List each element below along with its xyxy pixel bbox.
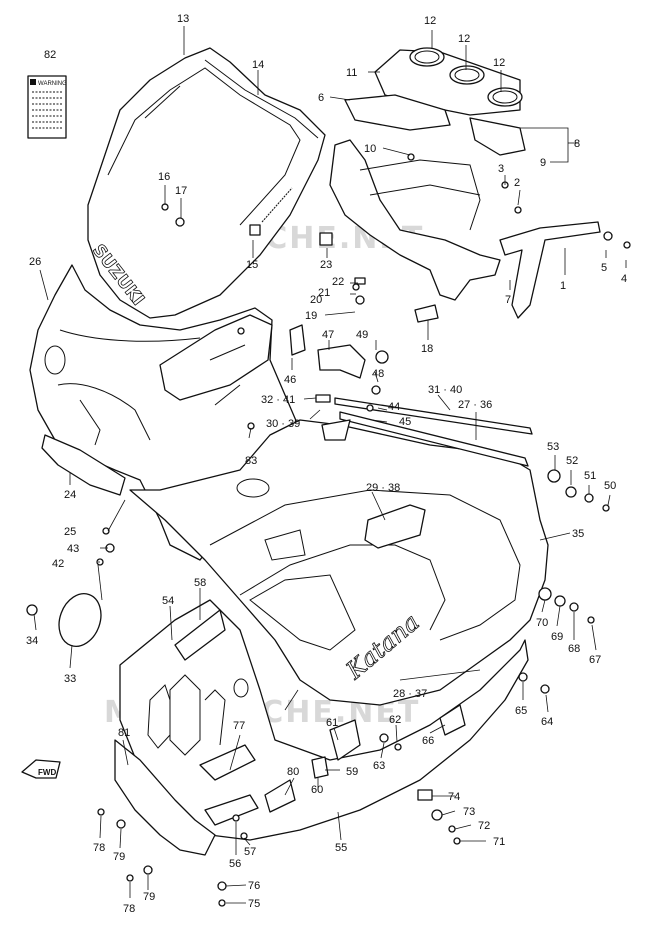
- part-label-28-37: 28 · 37: [393, 688, 427, 700]
- part-label-15: 15: [246, 259, 258, 271]
- part-label-12-c: 12: [493, 57, 505, 69]
- part-label-22: 22: [332, 276, 344, 288]
- part-label-29-38: 29 · 38: [366, 482, 400, 494]
- part-label-66: 66: [422, 735, 434, 747]
- part-label-76: 76: [248, 880, 260, 892]
- upper-fairing-brace: [329, 94, 601, 319]
- part-label-11: 11: [346, 67, 357, 79]
- part-label-50: 50: [604, 480, 616, 492]
- part-label-82: 82: [44, 49, 56, 61]
- part-label-9: 9: [540, 157, 546, 169]
- part-label-53: 53: [547, 441, 559, 453]
- part-label-52: 52: [566, 455, 578, 467]
- part-label-62: 62: [389, 714, 401, 726]
- part-label-70: 70: [536, 617, 548, 629]
- part-label-79-a: 79: [113, 851, 125, 863]
- part-label-56: 56: [229, 858, 241, 870]
- part-label-5: 5: [601, 262, 607, 274]
- part-label-18: 18: [421, 343, 433, 355]
- part-label-45: 45: [399, 416, 411, 428]
- warning-label-sticker: WARNING: [27, 75, 67, 139]
- leader-lines: [33, 26, 627, 904]
- part-label-33: 33: [64, 673, 76, 685]
- part-label-32-41: 32 · 41: [261, 394, 295, 406]
- part-label-8: 8: [574, 138, 580, 150]
- part-label-75: 75: [248, 898, 260, 910]
- part-label-43: 43: [67, 543, 79, 555]
- part-label-19: 19: [305, 310, 317, 322]
- part-label-61: 61: [326, 717, 338, 729]
- trim-strips: [334, 397, 533, 467]
- part-label-35: 35: [572, 528, 584, 540]
- part-label-48: 48: [372, 368, 384, 380]
- part-label-83: 83: [245, 455, 257, 467]
- part-label-24: 24: [64, 489, 76, 501]
- part-label-44: 44: [388, 401, 400, 413]
- part-label-12-a: 12: [424, 15, 436, 27]
- part-label-10: 10: [364, 143, 376, 155]
- fwd-arrow: FWD: [21, 759, 61, 779]
- part-label-13: 13: [177, 13, 189, 25]
- part-label-20: 20: [310, 294, 322, 306]
- part-label-81: 81: [118, 727, 130, 739]
- part-label-17: 17: [175, 185, 187, 197]
- part-label-31-40: 31 · 40: [428, 384, 462, 396]
- part-label-73: 73: [463, 806, 475, 818]
- part-label-14: 14: [252, 59, 264, 71]
- part-label-21: 21: [318, 287, 330, 299]
- under-cowl: [114, 599, 529, 856]
- small-hardware: [26, 153, 631, 907]
- part-label-72: 72: [478, 820, 490, 832]
- part-label-58: 58: [194, 577, 206, 589]
- part-label-26: 26: [29, 256, 41, 268]
- part-label-80: 80: [287, 766, 299, 778]
- part-label-46: 46: [284, 374, 296, 386]
- part-label-78-b: 78: [123, 903, 135, 915]
- part-label-79-b: 79: [143, 891, 155, 903]
- part-label-49: 49: [356, 329, 368, 341]
- part-label-78-a: 78: [93, 842, 105, 854]
- part-label-42: 42: [52, 558, 64, 570]
- part-label-30-39: 30 · 39: [266, 418, 300, 430]
- part-label-77: 77: [233, 720, 245, 732]
- part-label-68: 68: [568, 643, 580, 655]
- part-label-51: 51: [584, 470, 596, 482]
- part-label-27-36: 27 · 36: [458, 399, 492, 411]
- part-label-7: 7: [505, 294, 511, 306]
- part-labels: 82 13 14 12 12 12 11 6 8 9 10 3 2 1 5 4 …: [26, 13, 627, 915]
- lens-cover: [58, 593, 102, 647]
- part-label-2: 2: [514, 177, 520, 189]
- part-label-69: 69: [551, 631, 563, 643]
- part-label-3: 3: [498, 163, 504, 175]
- part-label-23: 23: [320, 259, 332, 271]
- part-label-59: 59: [346, 766, 358, 778]
- part-label-74: 74: [448, 791, 460, 803]
- part-label-6: 6: [318, 92, 324, 104]
- part-label-4: 4: [621, 273, 627, 285]
- part-label-54: 54: [162, 595, 174, 607]
- part-label-55: 55: [335, 842, 347, 854]
- part-label-57: 57: [244, 846, 256, 858]
- part-label-60: 60: [311, 784, 323, 796]
- part-label-71: 71: [493, 836, 505, 848]
- part-label-1: 1: [560, 280, 566, 292]
- part-label-67: 67: [589, 654, 601, 666]
- part-label-25: 25: [64, 526, 76, 538]
- part-label-12-b: 12: [458, 33, 470, 45]
- meter-cover: [374, 47, 523, 116]
- part-label-47: 47: [322, 329, 334, 341]
- windscreen: SUZUKI: [87, 47, 326, 319]
- part-label-64: 64: [541, 716, 553, 728]
- part-label-65: 65: [515, 705, 527, 717]
- warning-label-text: WARNING: [38, 81, 67, 87]
- part-label-16: 16: [158, 171, 170, 183]
- fwd-arrow-text: FWD: [38, 768, 56, 777]
- part-label-63: 63: [373, 760, 385, 772]
- side-cowling: Katana: [129, 419, 549, 706]
- part-label-34: 34: [26, 635, 38, 647]
